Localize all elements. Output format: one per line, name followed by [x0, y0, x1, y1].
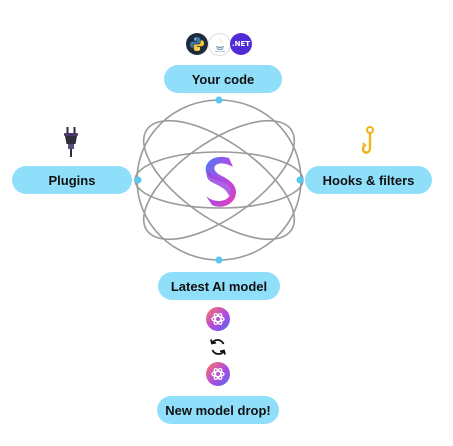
semantic-kernel-logo-icon	[205, 156, 236, 207]
openai-icon-new	[206, 362, 230, 386]
connector-dot-bottom	[215, 256, 223, 264]
dotnet-label: .NET	[231, 40, 251, 48]
latest-ai-model-label: Latest AI model	[170, 278, 268, 294]
openai-icon-latest	[206, 307, 230, 331]
new-model-drop-pill: New model drop!	[157, 396, 279, 424]
latest-ai-model-pill: Latest AI model	[158, 272, 280, 300]
refresh-icon	[210, 339, 226, 355]
hooks-filters-pill: Hooks & filters	[305, 166, 432, 194]
plugins-pill: Plugins	[12, 166, 132, 194]
hooks-filters-label: Hooks & filters	[322, 172, 415, 188]
plug-icon	[64, 127, 78, 157]
your-code-pill: Your code	[164, 65, 282, 93]
python-icon	[186, 33, 208, 55]
java-icon	[208, 33, 231, 56]
hook-icon	[361, 126, 374, 154]
new-model-drop-label: New model drop!	[165, 402, 271, 418]
connector-dot-top	[215, 96, 223, 104]
connector-dot-left	[134, 176, 142, 184]
plugins-label: Plugins	[48, 172, 96, 188]
connector-dot-right	[296, 176, 304, 184]
your-code-label: Your code	[191, 71, 255, 87]
dotnet-icon: .NET	[230, 33, 252, 55]
